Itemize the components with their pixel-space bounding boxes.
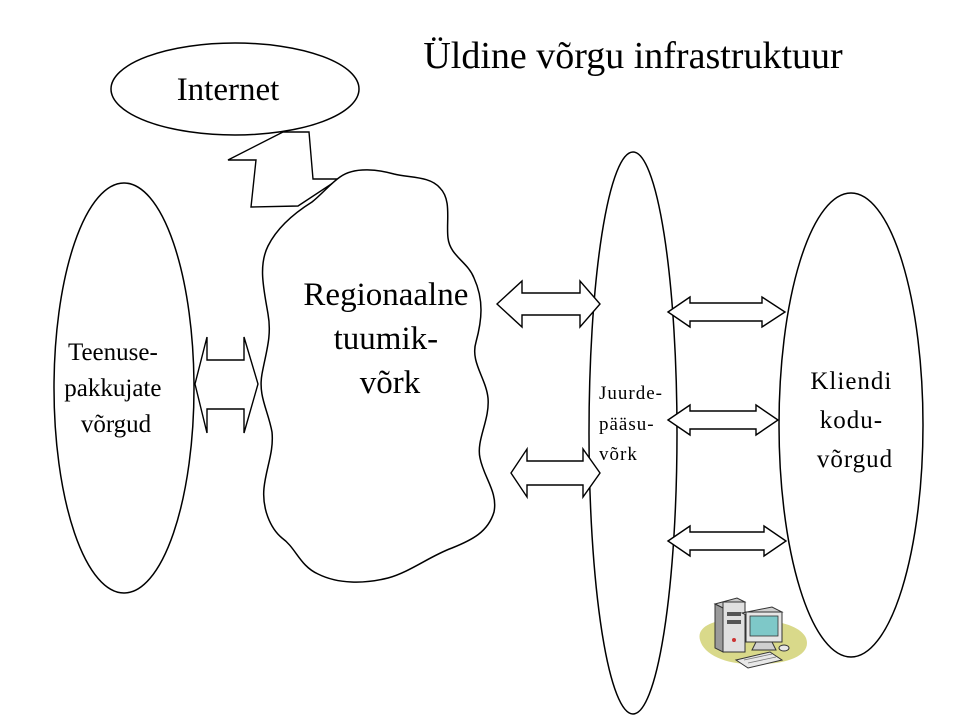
access-customer-arrow-1 [666,295,787,329]
internet-label: Internet [177,72,280,108]
service-providers-ellipse [53,182,195,594]
access-network-label: Juurde- pääsu- võrk [599,383,669,465]
core-access-arrow-upper [495,279,601,329]
core-label-line-1: Regionaalne [303,277,468,313]
access-network-ellipse [588,151,678,715]
service-providers-label-line-1: Teenuse- [68,339,158,366]
access-customer-arrow-2 [666,403,780,437]
customer-networks-label-line-2: kodu- [820,407,883,434]
customer-networks-label: Kliendi kodu- võrgud [810,368,899,473]
core-label-line-3: võrk [360,365,421,401]
computer-icon [699,597,807,669]
access-network-label-line-1: Juurde- [599,383,663,404]
service-providers-label-line-3: võrgud [81,411,152,438]
internet-core-link-arrow [227,131,342,208]
service-providers-label-line-2: pakkujate [64,375,161,402]
core-label-line-2: tuumik- [334,321,439,357]
core-label: Regionaalne tuumik- võrk [303,277,476,401]
access-network-label-line-2: pääsu- [599,414,655,435]
access-customer-arrow-3 [666,524,788,558]
service-providers-label: Teenuse- pakkujate võrgud [64,339,167,438]
providers-core-arrow [194,336,259,434]
core-access-arrow-lower [510,446,601,500]
customer-networks-label-line-1: Kliendi [810,368,892,395]
customer-networks-label-line-3: võrgud [817,446,893,473]
core-network-cloud [260,169,496,583]
access-network-label-line-3: võrk [599,444,638,465]
internet-ellipse [110,42,360,136]
diagram-title: Üldine võrgu infrastruktuur [423,35,843,77]
customer-networks-ellipse [778,192,924,658]
